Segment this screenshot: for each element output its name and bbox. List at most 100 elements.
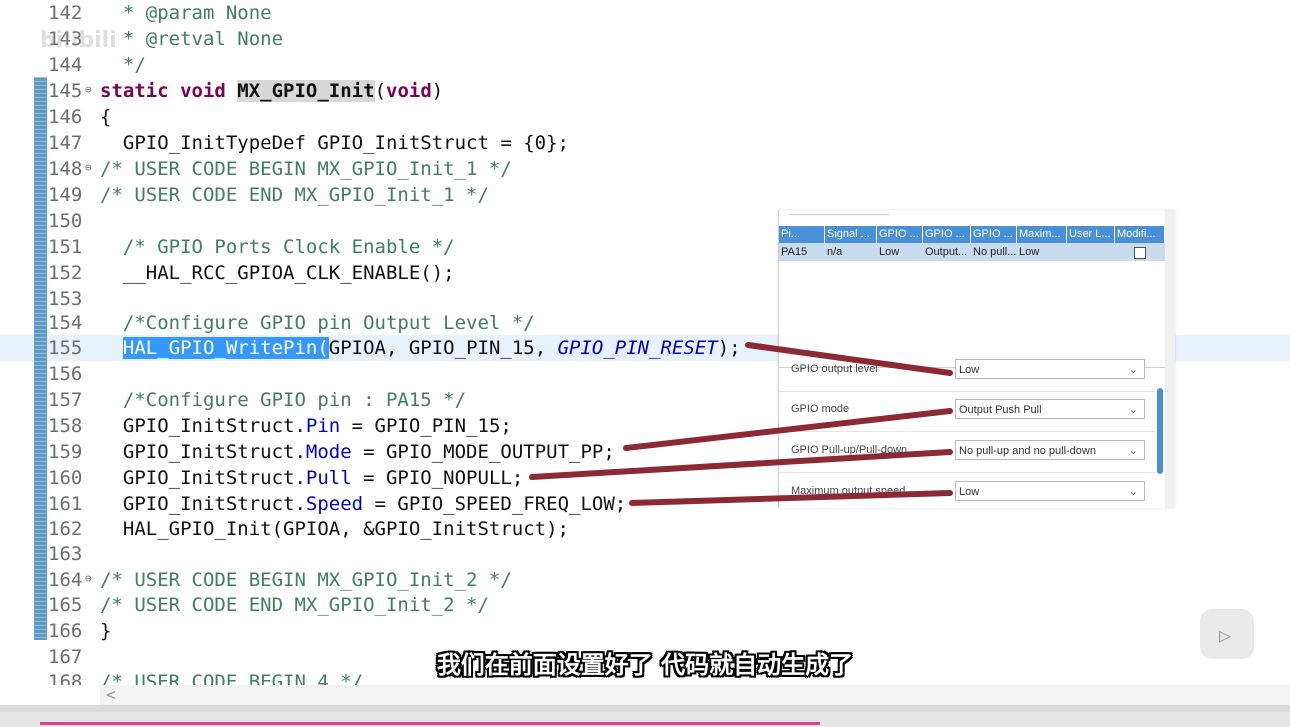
change-ruler-texture: [34, 77, 47, 640]
fold-collapse-icon[interactable]: ⊖: [85, 572, 92, 585]
horizontal-scrollbar[interactable]: <: [100, 685, 1290, 705]
code-line-152[interactable]: 152 __HAL_RCC_GPIOA_CLK_ENABLE();: [0, 260, 1290, 286]
function-name: MX_GPIO_Init: [237, 80, 375, 102]
param-label-gpio-mode: GPIO mode: [791, 403, 850, 415]
column-header-signal[interactable]: Signal ...: [825, 226, 877, 243]
select-max-speed[interactable]: Low ⌄: [955, 481, 1145, 501]
code-line-163[interactable]: 163: [0, 541, 1290, 567]
code-line-158[interactable]: 158 GPIO_InitStruct.Pin = GPIO_PIN_15;: [0, 413, 1290, 439]
line-text: */: [100, 54, 146, 76]
param-label-output-level: GPIO output level: [791, 363, 878, 375]
line-number: 142: [48, 2, 83, 24]
line-text: HAL_GPIO_WritePin(GPIOA, GPIO_PIN_15, GP…: [122, 337, 741, 359]
line-text: HAL_GPIO_Init(GPIOA, &GPIO_InitStruct);: [100, 518, 569, 540]
status-strip: [0, 705, 1290, 712]
code-line-153[interactable]: 153: [0, 286, 1290, 312]
line-number: 144: [48, 54, 83, 76]
line-number: 146: [48, 106, 83, 128]
code-line-157[interactable]: 157 /*Configure GPIO pin : PA15 */: [0, 387, 1290, 413]
line-number: 154: [48, 312, 83, 334]
line-number: 148: [48, 158, 83, 180]
line-text: /* USER CODE BEGIN MX_GPIO_Init_2 */: [100, 569, 512, 591]
line-number: 149: [48, 184, 83, 206]
line-number: 168: [48, 671, 83, 685]
select-output-level[interactable]: Low⌄: [955, 359, 1145, 379]
code-line-142[interactable]: 142 * @param None: [0, 0, 1290, 26]
panel-scrollbar[interactable]: [1165, 210, 1175, 508]
select-gpio-mode[interactable]: Output Push Pull⌄: [955, 399, 1145, 419]
code-line-162[interactable]: 162 HAL_GPIO_Init(GPIOA, &GPIO_InitStruc…: [0, 516, 1290, 542]
code-line-155[interactable]: 155 HAL_GPIO_WritePin(GPIOA, GPIO_PIN_15…: [0, 335, 1290, 361]
cell-output-level: Low: [879, 246, 900, 258]
line-number: 156: [48, 363, 83, 385]
line-text: }: [100, 620, 112, 642]
code-line-151[interactable]: 151 /* GPIO Ports Clock Enable */: [0, 234, 1290, 260]
cell-pin: PA15: [781, 246, 808, 258]
chevron-down-icon: ⌄: [1128, 445, 1138, 457]
pin-table-row[interactable]: PA15 n/a Low Output... No pull... Low: [779, 243, 1165, 261]
video-progress-bar[interactable]: [40, 722, 820, 725]
column-header-gpio-pull[interactable]: GPIO ...: [971, 226, 1017, 243]
line-number: 160: [48, 467, 83, 489]
play-icon: ▷: [1219, 623, 1232, 647]
code-line-149[interactable]: 149 /* USER CODE END MX_GPIO_Init_1 */: [0, 182, 1290, 208]
column-header-user-label[interactable]: User L...: [1067, 226, 1115, 243]
line-text: * @retval None: [100, 28, 284, 50]
line-number: 153: [48, 288, 83, 310]
line-text: GPIO_InitTypeDef GPIO_InitStruct = {0};: [100, 132, 569, 154]
code-line-166[interactable]: 166 }: [0, 618, 1290, 644]
column-header-max-speed[interactable]: Maxim...: [1017, 226, 1067, 243]
code-line-168[interactable]: 168 /* USER CODE BEGIN 4 */: [0, 669, 1290, 685]
chevron-down-icon: ⌄: [1128, 404, 1138, 416]
code-line-147[interactable]: 147 GPIO_InitTypeDef GPIO_InitStruct = {…: [0, 130, 1290, 156]
code-line-160[interactable]: 160 GPIO_InitStruct.Pull = GPIO_NOPULL;: [0, 465, 1290, 491]
line-number: 152: [48, 262, 83, 284]
cell-signal: n/a: [827, 246, 843, 258]
line-number: 151: [48, 236, 83, 258]
fold-collapse-icon[interactable]: ⊖: [85, 83, 92, 96]
cell-mode: Output...: [925, 246, 968, 258]
line-text: /*Configure GPIO pin Output Level */: [100, 312, 535, 334]
panel-top-divider: [789, 210, 889, 215]
code-line-154[interactable]: 154 /*Configure GPIO pin Output Level */: [0, 310, 1290, 336]
panel-scrollbar-thumb[interactable]: [1157, 388, 1163, 474]
divider: [779, 472, 1155, 473]
code-line-148[interactable]: 148 ⊖ /* USER CODE BEGIN MX_GPIO_Init_1 …: [0, 156, 1290, 182]
code-line-144[interactable]: 144 */: [0, 52, 1290, 78]
code-line-156[interactable]: 156: [0, 361, 1290, 387]
code-line-145[interactable]: 145 ⊖ static void MX_GPIO_Init(void): [0, 78, 1290, 104]
column-header-gpio-mode[interactable]: GPIO ...: [923, 226, 971, 243]
code-line-146[interactable]: 146 {: [0, 104, 1290, 130]
line-number: 157: [48, 389, 83, 411]
pin-table-header: Pi... Signal ... GPIO ... GPIO ... GPIO …: [779, 226, 1165, 243]
play-button[interactable]: ▷: [1200, 609, 1254, 659]
column-header-gpio-output-level[interactable]: GPIO ...: [877, 226, 923, 243]
column-header-pin[interactable]: Pi...: [779, 226, 825, 243]
code-line-143[interactable]: 143 * @retval None: [0, 26, 1290, 52]
select-value: Low: [959, 486, 980, 498]
kw-void: void: [386, 80, 432, 102]
code-line-161[interactable]: 161 GPIO_InitStruct.Speed = GPIO_SPEED_F…: [0, 491, 1290, 517]
fold-collapse-icon[interactable]: ⊖: [85, 161, 92, 174]
line-text: /* GPIO Ports Clock Enable */: [100, 236, 455, 258]
select-value: No pull-up and no pull-down: [959, 445, 1096, 457]
chevron-down-icon: ⌄: [1128, 486, 1138, 498]
chevron-down-icon: ⌄: [1128, 364, 1138, 376]
field-pin: Pin: [305, 415, 341, 437]
line-number: 162: [48, 518, 83, 540]
code-line-167[interactable]: 167: [0, 644, 1290, 670]
code-line-164[interactable]: 164 ⊖ /* USER CODE BEGIN MX_GPIO_Init_2 …: [0, 567, 1290, 593]
line-number: 167: [48, 646, 83, 668]
field-speed: Speed: [305, 493, 364, 515]
cubemx-gpio-config-panel: Pi... Signal ... GPIO ... GPIO ... GPIO …: [778, 210, 1175, 508]
scroll-left-icon[interactable]: <: [106, 685, 116, 704]
field-mode: Mode: [305, 441, 352, 463]
modified-checkbox[interactable]: [1134, 247, 1146, 259]
code-line-150[interactable]: 150: [0, 208, 1290, 234]
line-text: /* USER CODE BEGIN 4 */: [100, 671, 364, 685]
code-line-165[interactable]: 165 /* USER CODE END MX_GPIO_Init_2 */: [0, 592, 1290, 618]
column-header-modified[interactable]: Modifi...: [1115, 226, 1165, 243]
constant-gpio-pin-reset: GPIO_PIN_RESET: [557, 337, 718, 359]
line-number: 147: [48, 132, 83, 154]
select-pull[interactable]: No pull-up and no pull-down ⌄: [955, 440, 1145, 460]
